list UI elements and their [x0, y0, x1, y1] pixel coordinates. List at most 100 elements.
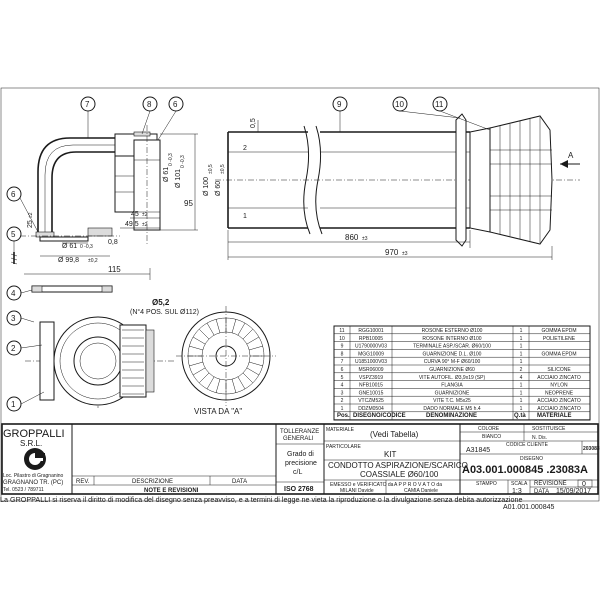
- approved-by-label: A P P R O V A T O da: [394, 482, 442, 488]
- issued-by-label: EMESSO e VERIFICATO da: [330, 482, 394, 488]
- bom-cell-desc: ROSONE INTERNO Ø100: [422, 336, 481, 342]
- bom-cell-desc: TERMINALE ASP./SCAR. Ø60/100: [413, 344, 491, 350]
- title-block: GROPPALLI S.R.L. Loc. Pilastro di Gragna…: [1, 423, 600, 495]
- tolerances-label-1: TOLLERANZE: [280, 429, 319, 435]
- bom-cell-mat: NYLON: [550, 383, 568, 389]
- bom-cell-code: RPB10005: [359, 336, 383, 342]
- bom-cell-qty: 1: [520, 398, 523, 404]
- bom-cell-desc: GUARNIZIONE: [435, 390, 470, 396]
- svg-text:8: 8: [147, 100, 152, 109]
- dim-45: 45: [131, 211, 139, 218]
- bom-cell-mat: POLIETILENE: [543, 336, 576, 342]
- date-header: DATA: [232, 479, 247, 485]
- bom-cell-qty: 1: [520, 359, 523, 365]
- description-header: DESCRIZIONE: [132, 479, 173, 485]
- terminal-view: 0,5 Ø 100 ±0,5 Ø 60 ±0,5 1 2 A 860 ±3: [203, 113, 580, 260]
- dim-25: 25: [27, 220, 34, 228]
- hole-dim: Ø5,2: [152, 298, 170, 307]
- dim-61-tol: 0 -0,3: [168, 153, 174, 166]
- bom-cell-qty: 4: [520, 375, 523, 381]
- code-203083: 203083: [583, 446, 600, 452]
- bom-cell-mat: NEOPRENE: [545, 390, 574, 396]
- dim-970: 970: [385, 248, 399, 257]
- dim-115: 115: [108, 265, 121, 274]
- flange-views: 115 4 3 Ø5,2 (N°4 POS. SUL Ø112): [6, 265, 199, 326]
- bom-cell-code: U1851000V03: [355, 359, 387, 365]
- company-address-1: Loc. Pilastro di Gragnanino: [3, 473, 64, 479]
- dim-860: 860: [345, 233, 359, 242]
- company-logo: [24, 448, 46, 470]
- dim-25-tol: ±2: [28, 212, 34, 218]
- bom-cell-qty: 2: [520, 367, 523, 373]
- dim-100: Ø 100: [203, 177, 210, 196]
- bom-cell-pos: 4: [341, 383, 344, 389]
- bom-cell-code: MSR06009: [358, 367, 383, 373]
- bom-cell-mat: SILICONE: [547, 367, 571, 373]
- copyright-notice: La GROPPALLI si riserva il diritto di mo…: [0, 495, 523, 504]
- company-phone: Tel. 0523 / 789711: [3, 487, 44, 493]
- balloon-6-left: [6, 186, 22, 202]
- bom-cell-code: NFB10015: [359, 383, 383, 389]
- svg-text:6: 6: [173, 100, 178, 109]
- bom-cell-desc: ROSONE ESTERNO Ø100: [422, 328, 483, 334]
- part-label: PARTICOLARE: [326, 444, 361, 450]
- dim-61-bottom-tol: 0 -0,3: [80, 244, 93, 250]
- svg-text:5: 5: [11, 230, 16, 239]
- material-label: MATERIALE: [326, 427, 355, 433]
- bom-cell-qty: 1: [520, 406, 523, 412]
- svg-text:3: 3: [11, 314, 16, 323]
- dim-45-tol: ±2: [142, 212, 148, 218]
- bom-cell-mat: GOMMA EPDM: [541, 328, 576, 334]
- bom-cell-desc: DADO NORMALE M5 h.4: [423, 406, 480, 412]
- bom-header-desc: DENOMINAZIONE: [426, 413, 477, 419]
- balloon-2-label: 2: [11, 344, 16, 353]
- dim-99-8-tol: ±0,2: [88, 258, 98, 264]
- bom-cell-mat: ACCIAIO ZINCATO: [537, 375, 581, 381]
- bom-cell-desc: GUARNIZIONE Ø60: [429, 367, 475, 373]
- grade-label-3: c/L: [293, 469, 302, 476]
- dim-101-tol: 0 -0,3: [180, 155, 186, 168]
- replaces-value: N. Dis.: [532, 435, 547, 441]
- iso-standard: ISO 2768: [284, 486, 314, 493]
- bom-cell-pos: 7: [341, 359, 344, 365]
- scale-value: 1:3: [512, 488, 522, 495]
- bom-cell-pos: 10: [339, 336, 345, 342]
- issued-by-value: MILANI Davide: [340, 488, 374, 494]
- hole-note: (N°4 POS. SUL Ø112): [130, 308, 199, 316]
- customer-code-value: A31845: [466, 447, 490, 454]
- elbow-view: 95 45 ±2 49,5 ±2 0,8 Ø 61 0 -0,3 Ø 99,8 …: [20, 125, 198, 264]
- revision-label: REVISIONE: [534, 481, 567, 487]
- svg-text:11: 11: [435, 100, 444, 109]
- dim-95: 95: [184, 199, 193, 208]
- bom-cell-desc: FLANGIA: [441, 383, 463, 389]
- bom-cell-qty: 1: [520, 390, 523, 396]
- dim-61: Ø 61: [163, 167, 170, 182]
- balloons-top-right: 9 10 11: [332, 96, 491, 132]
- svg-text:6: 6: [11, 190, 16, 199]
- dim-49-5: 49,5: [125, 221, 139, 228]
- dim-0-8: 0,8: [108, 239, 118, 246]
- bom-header-qty: Q.tà: [514, 413, 526, 419]
- svg-text:7: 7: [85, 100, 90, 109]
- dim-860-tol: ±3: [362, 236, 368, 242]
- bom-cell-desc: VITE AUTOFIL. Ø3,9x19 (SP): [419, 375, 486, 381]
- bom-cell-qty: 1: [520, 383, 523, 389]
- assembly-bottom-view: 2 1: [6, 316, 175, 412]
- bom-row: 4 NFB10015 FLANGIA 1 NYLON: [341, 383, 568, 389]
- view-a-label: VISTA DA "A": [194, 407, 242, 416]
- bom-cell-qty: 1: [520, 344, 523, 350]
- company-address-2: GRAGNANO TR. (PC): [3, 480, 63, 486]
- bom-cell-qty: 1: [520, 328, 523, 334]
- grade-label-1: Grado di: [287, 451, 314, 458]
- grade-label-2: precisione: [285, 460, 317, 467]
- dim-61-bottom: Ø 61: [62, 243, 77, 250]
- bom-cell-pos: 9: [341, 344, 344, 350]
